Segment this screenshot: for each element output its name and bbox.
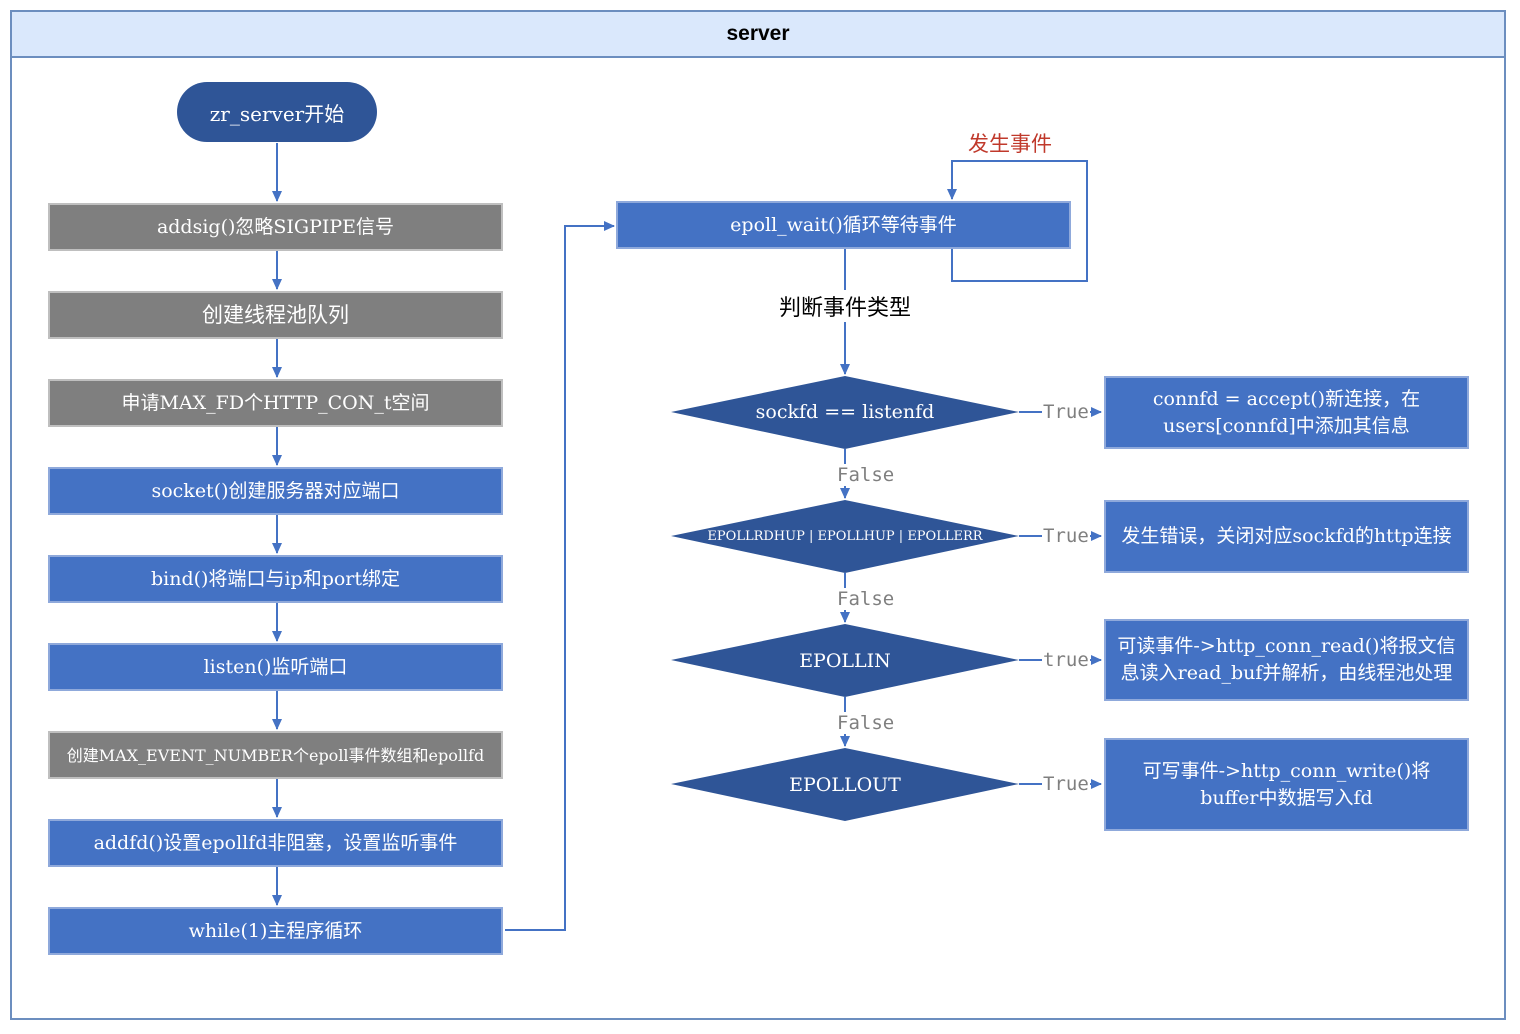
outcome-new-connection: connfd = accept()新连接，在users[connfd]中添加其信… xyxy=(1104,376,1469,449)
step-socket: socket()创建服务器对应端口 xyxy=(48,467,503,515)
true-label-3: true xyxy=(1042,649,1090,671)
decision-label-epollout: EPOLLOUT xyxy=(789,774,901,796)
judge-event-type-label: 判断事件类型 xyxy=(779,290,912,322)
step-listen: listen()监听端口 xyxy=(48,643,503,691)
arrow-loop-to-epoll-wait xyxy=(505,221,615,931)
outcome-error-close: 发生错误，关闭对应sockfd的http连接 xyxy=(1104,500,1469,573)
false-label-3: False xyxy=(836,712,896,734)
false-label-1: False xyxy=(836,464,896,486)
step-addfd: addfd()设置epollfd非阻塞，设置监听事件 xyxy=(48,819,503,867)
loop-event-label: 发生事件 xyxy=(968,132,1052,156)
step-epoll-create: 创建MAX_EVENT_NUMBER个epoll事件数组和epollfd xyxy=(48,731,503,779)
step-addsig: addsig()忽略SIGPIPE信号 xyxy=(48,203,503,251)
step-bind: bind()将端口与ip和port绑定 xyxy=(48,555,503,603)
step-threadpool: 创建线程池队列 xyxy=(48,291,503,339)
decision-label-epollin: EPOLLIN xyxy=(799,650,891,672)
epoll-wait-node: epoll_wait()循环等待事件 xyxy=(616,201,1071,249)
false-label-2: False xyxy=(836,588,896,610)
decision-diamond-2 xyxy=(671,500,1019,573)
true-label-2: True xyxy=(1042,525,1090,547)
decision-label-listenfd: sockfd == listenfd xyxy=(755,401,935,423)
decision-label-error: EPOLLRDHUP | EPOLLHUP | EPOLLERR xyxy=(707,528,983,544)
decision-diamond-1 xyxy=(671,376,1019,449)
true-label-1: True xyxy=(1042,401,1090,423)
step-alloc-http-conn: 申请MAX_FD个HTTP_CON_t空间 xyxy=(48,379,503,427)
diagram-title: server xyxy=(12,12,1504,58)
decision-diamond-3 xyxy=(671,624,1019,697)
true-label-4: True xyxy=(1042,773,1090,795)
arrow-epoll-self-loop xyxy=(947,160,1088,282)
step-main-loop: while(1)主程序循环 xyxy=(48,907,503,955)
outcome-write-event: 可写事件->http_conn_write()将buffer中数据写入fd xyxy=(1104,738,1469,831)
start-node: zr_server开始 xyxy=(177,82,377,142)
outcome-read-event: 可读事件->http_conn_read()将报文信息读入read_buf并解析… xyxy=(1104,619,1469,701)
decision-diamond-4 xyxy=(671,748,1019,821)
